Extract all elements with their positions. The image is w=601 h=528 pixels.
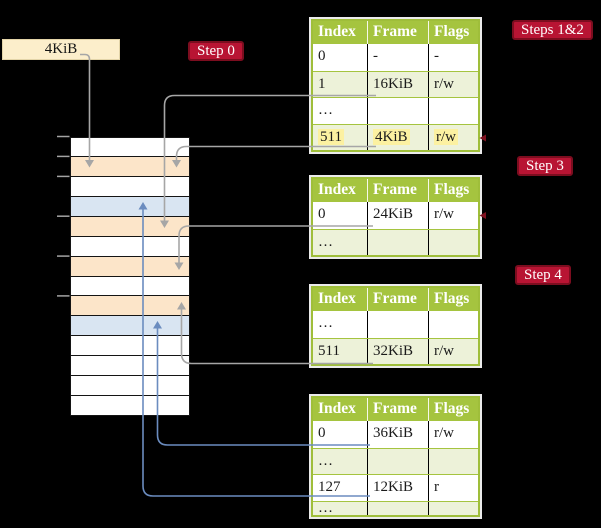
table-cell: 12KiB xyxy=(367,475,428,501)
column-header-flags: Flags xyxy=(428,179,478,202)
table-cell xyxy=(367,501,428,515)
table-cell: 511 xyxy=(318,342,340,359)
table-cell: r/w xyxy=(428,124,478,150)
table-cell: 36KiB xyxy=(367,421,428,448)
page-size-label: 4KiB xyxy=(2,39,120,60)
memory-frame-row-7-orange xyxy=(71,255,189,276)
table-cell: 0 xyxy=(318,425,326,441)
table-cell: 4KiB xyxy=(367,124,428,150)
table-row-…: … xyxy=(313,447,478,474)
table-cell: 1 xyxy=(318,75,326,92)
table-row-511: 511 4KiB r/w xyxy=(313,123,478,151)
table-cell xyxy=(428,311,478,338)
table-cell xyxy=(428,501,478,515)
table-cell: 24KiB xyxy=(367,202,428,229)
column-header-index: Index xyxy=(318,23,356,40)
column-header-frame: Frame xyxy=(367,288,428,311)
memory-frame-row-6-white xyxy=(71,235,189,256)
table-cell: 0 xyxy=(318,206,326,222)
step-label-4: Step 4 xyxy=(515,265,571,285)
memory-frame-row-13-white xyxy=(71,374,189,395)
column-header-flags: Flags xyxy=(428,288,478,311)
table-cell xyxy=(367,98,428,124)
table-cell: - xyxy=(428,44,478,71)
table-row-…: … xyxy=(313,311,478,338)
memory-frame-row-1-white xyxy=(71,137,189,157)
table-cell: 32KiB xyxy=(367,338,428,364)
memory-frame-row-5-orange xyxy=(71,215,189,236)
table-cell: r/w xyxy=(428,71,478,97)
table-row-…: … xyxy=(313,228,478,255)
memory-frame-row-8-white xyxy=(71,275,189,296)
table-cell: … xyxy=(318,102,333,118)
table-edge-arrow-stub-0 xyxy=(479,134,486,142)
column-header-index: Index xyxy=(318,290,356,307)
memory-frame-row-12-white xyxy=(71,354,189,375)
physical-memory-column xyxy=(70,136,190,416)
table-row-…: … xyxy=(313,97,478,124)
step-label-1-2: Steps 1&2 xyxy=(512,20,593,40)
table-cell xyxy=(428,448,478,474)
column-header-index: Index xyxy=(318,181,356,198)
table-cell: … xyxy=(318,452,333,469)
memory-frame-row-4-blue xyxy=(71,196,189,216)
highlighted-cell-text: 511 xyxy=(318,128,344,145)
column-header-flags: Flags xyxy=(428,398,478,421)
table-cell: 127 xyxy=(318,479,341,495)
table-row-0: 0 -- xyxy=(313,44,478,71)
table-cell: 16KiB xyxy=(367,71,428,97)
memory-frame-row-3-white xyxy=(71,176,189,197)
memory-frame-row-14-white xyxy=(71,394,189,415)
memory-frame-row-2-orange xyxy=(71,156,189,177)
step-label-3: Step 3 xyxy=(517,156,573,176)
table-cell xyxy=(367,448,428,474)
table-cell: r/w xyxy=(428,421,478,448)
step-label-0: Step 0 xyxy=(188,41,244,61)
table-row-…: … xyxy=(313,500,478,515)
table-cell xyxy=(428,229,478,255)
column-header-frame: Frame xyxy=(367,179,428,202)
memory-frame-row-11-white xyxy=(71,335,189,355)
column-header-frame: Frame xyxy=(367,21,428,44)
table-cell: 511 xyxy=(313,125,367,151)
table-cell: - xyxy=(367,44,428,71)
table-cell xyxy=(367,229,428,255)
table-cell: r/w xyxy=(428,338,478,364)
highlighted-cell-text: r/w xyxy=(434,128,458,145)
memory-frame-row-10-blue xyxy=(71,315,189,336)
column-header-frame: Frame xyxy=(367,398,428,421)
table-cell xyxy=(367,311,428,338)
column-header-index: Index xyxy=(318,400,356,417)
table-edge-arrow-stub-1 xyxy=(479,212,486,219)
table-cell: … xyxy=(318,233,333,250)
memory-frame-row-9-orange xyxy=(71,295,189,316)
table-cell: r/w xyxy=(428,202,478,229)
table-cell: … xyxy=(318,501,333,515)
highlighted-cell-text: 4KiB xyxy=(373,128,410,145)
table-cell: r xyxy=(428,475,478,501)
column-header-flags: Flags xyxy=(428,21,478,44)
table-cell xyxy=(428,98,478,124)
table-cell: … xyxy=(318,315,333,331)
table-cell: 0 xyxy=(318,48,326,64)
